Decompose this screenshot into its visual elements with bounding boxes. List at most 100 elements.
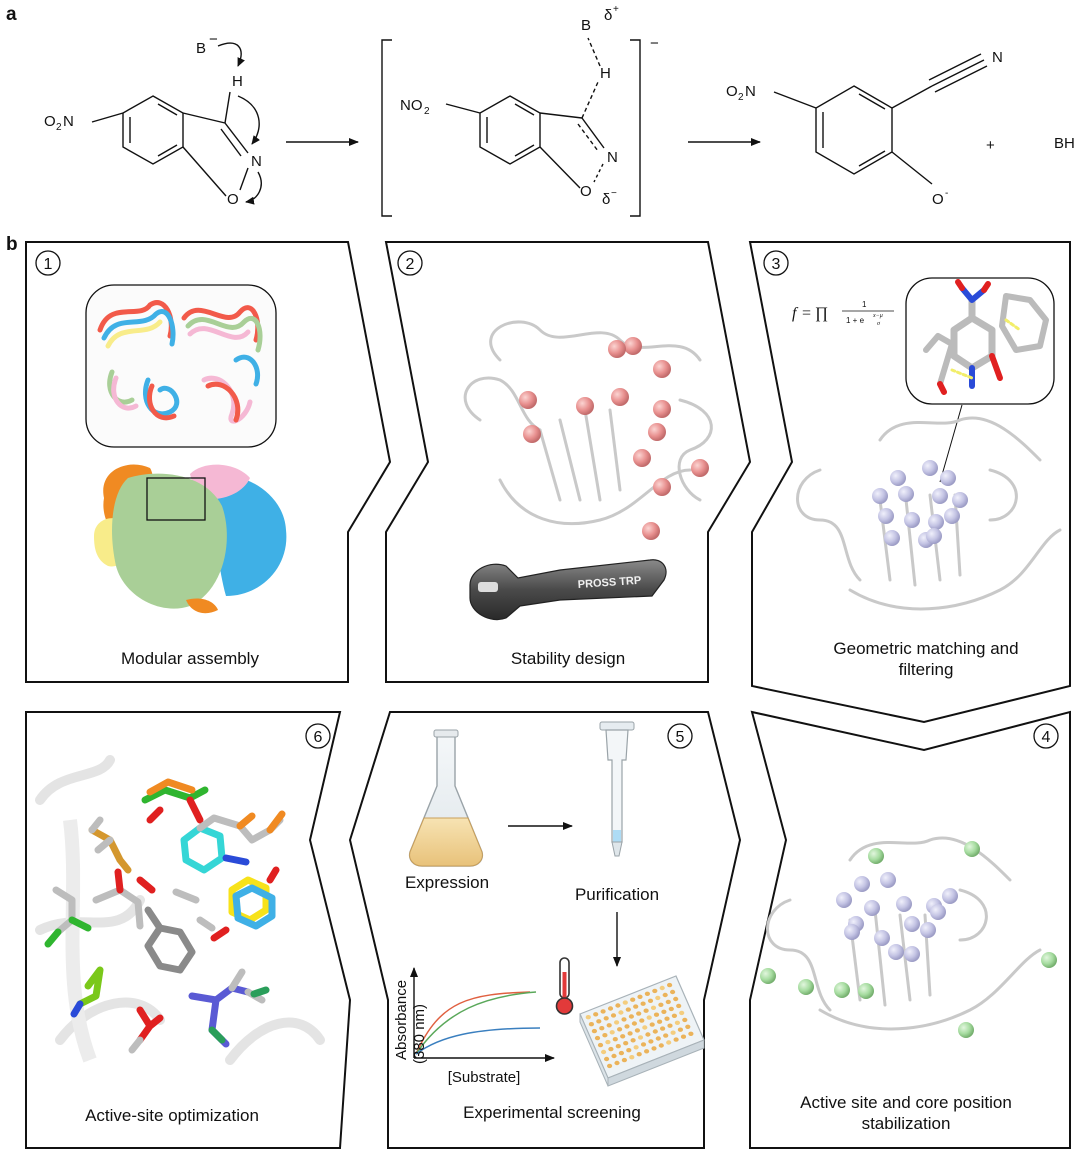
purification-label: Purification xyxy=(575,885,659,904)
lavender-sphere xyxy=(872,488,888,504)
plate-well xyxy=(660,1026,666,1031)
plate-well xyxy=(611,1053,617,1059)
ts-cn-partial xyxy=(577,123,599,152)
step-5-experimental-screening: 5 Expression Purification Absorbance (38… xyxy=(348,711,742,1149)
curly-arrow-base-to-h xyxy=(217,42,245,67)
plate-well xyxy=(668,1006,674,1012)
pink-sphere xyxy=(608,340,626,358)
green-sphere xyxy=(834,982,850,998)
step-4-core-stabilization: 4 Active site and core position stabiliz… xyxy=(749,710,1071,1149)
curly-arrow-no-bond xyxy=(245,171,262,205)
formula-denominator: 1 + e xyxy=(846,316,865,325)
green-sphere xyxy=(964,841,980,857)
scoring-formula: f = ∏ 1 1 + e x−μ σ xyxy=(792,300,894,327)
ts-benzene-ring xyxy=(479,95,541,165)
pink-sphere xyxy=(691,459,709,477)
reactant-double-bond xyxy=(157,103,178,116)
formula-eq: = ∏ xyxy=(802,305,828,322)
frame-5 xyxy=(348,711,742,1149)
plate-well xyxy=(607,1006,614,1011)
step-6-badge xyxy=(305,723,331,749)
plate-well xyxy=(627,1031,633,1036)
plate-well xyxy=(607,1063,613,1069)
reactant-o-ring-bond xyxy=(182,146,227,197)
pink-sphere xyxy=(519,391,537,409)
plate-well xyxy=(594,1035,601,1041)
plate-well xyxy=(633,1004,639,1009)
plate-well xyxy=(617,1027,623,1032)
plate-well xyxy=(659,985,665,991)
ts-bh-partial xyxy=(587,37,601,67)
plate-well xyxy=(629,1055,635,1060)
curve-red xyxy=(415,991,531,1055)
lavender-sphere xyxy=(922,460,938,476)
plate-well xyxy=(634,1028,641,1033)
plate-well xyxy=(630,997,636,1002)
ts-cn-bond xyxy=(581,117,605,149)
plate-well xyxy=(637,994,643,999)
ts-delta-minus: δ xyxy=(602,191,610,208)
lavender-sphere xyxy=(930,904,946,920)
plate-well xyxy=(633,1045,639,1050)
frame-3 xyxy=(748,241,1071,724)
formula-f: f xyxy=(792,305,799,322)
plate-well xyxy=(637,1035,644,1040)
plate-well xyxy=(674,1020,681,1025)
plate-well xyxy=(610,1013,617,1018)
product-O: O xyxy=(932,191,944,208)
plate-well xyxy=(663,1033,669,1038)
step-3-caption-line1: Geometric matching and xyxy=(833,639,1018,658)
zoom-box xyxy=(146,477,206,521)
reactant-no-bond xyxy=(239,167,249,191)
plate-well xyxy=(667,982,673,988)
erlenmeyer-flask xyxy=(408,729,484,867)
frame-6 xyxy=(25,711,352,1149)
ts-no-partial xyxy=(593,163,604,183)
formula-exponent-den: σ xyxy=(877,321,881,327)
lavender-sphere xyxy=(904,916,920,932)
lavender-sphere xyxy=(874,930,890,946)
plate-well xyxy=(688,1031,694,1037)
green-sphere xyxy=(1041,952,1057,968)
inset-leader-line xyxy=(939,404,963,483)
product-triple-bond xyxy=(934,65,988,93)
step-6-number: 6 xyxy=(314,729,323,746)
lavender-sphere xyxy=(890,470,906,486)
protein-ribbon-4 xyxy=(766,836,1042,1031)
step-5-caption: Experimental screening xyxy=(463,1103,641,1122)
product-double-bond xyxy=(858,93,886,110)
lavender-sphere xyxy=(932,488,948,504)
plate-well xyxy=(652,1029,658,1034)
product-co-bond xyxy=(891,151,933,185)
lavender-sphere xyxy=(884,530,900,546)
ligand-sticks xyxy=(923,279,1049,395)
formula-numerator: 1 xyxy=(862,300,867,309)
ts-nitrogen: N xyxy=(607,149,618,166)
step-3-caption-line2: filtering xyxy=(899,660,954,679)
reactant-nitro-O: O xyxy=(44,113,56,130)
reactant-nitrogen: N xyxy=(251,153,262,170)
plate-well xyxy=(614,1060,620,1066)
step-4-number: 4 xyxy=(1042,729,1051,746)
plate-well xyxy=(623,1041,629,1046)
plus-sign: + xyxy=(986,137,995,154)
pink-sphere xyxy=(523,425,541,443)
green-sphere xyxy=(958,1022,974,1038)
plate-well xyxy=(603,1016,609,1021)
plate-well xyxy=(644,1049,650,1054)
step-2-caption: Stability design xyxy=(511,649,625,668)
lavender-sphere xyxy=(940,470,956,486)
pink-sphere xyxy=(633,449,651,467)
plate-well xyxy=(618,1010,624,1015)
plate-well xyxy=(644,991,651,996)
reactant-cn-bond xyxy=(224,122,249,154)
plot-ylabel-line2: (380 nm) xyxy=(411,1004,428,1064)
thermometer-icon xyxy=(555,957,574,1015)
step-5-badge xyxy=(667,723,693,749)
plate-well xyxy=(614,1020,620,1025)
plate-well xyxy=(643,1008,649,1013)
stability-mutation-spheres xyxy=(519,337,709,540)
core-stabilization-spheres xyxy=(760,841,1057,1038)
reactant-oxygen: O xyxy=(227,191,239,208)
lavender-sphere xyxy=(920,922,936,938)
